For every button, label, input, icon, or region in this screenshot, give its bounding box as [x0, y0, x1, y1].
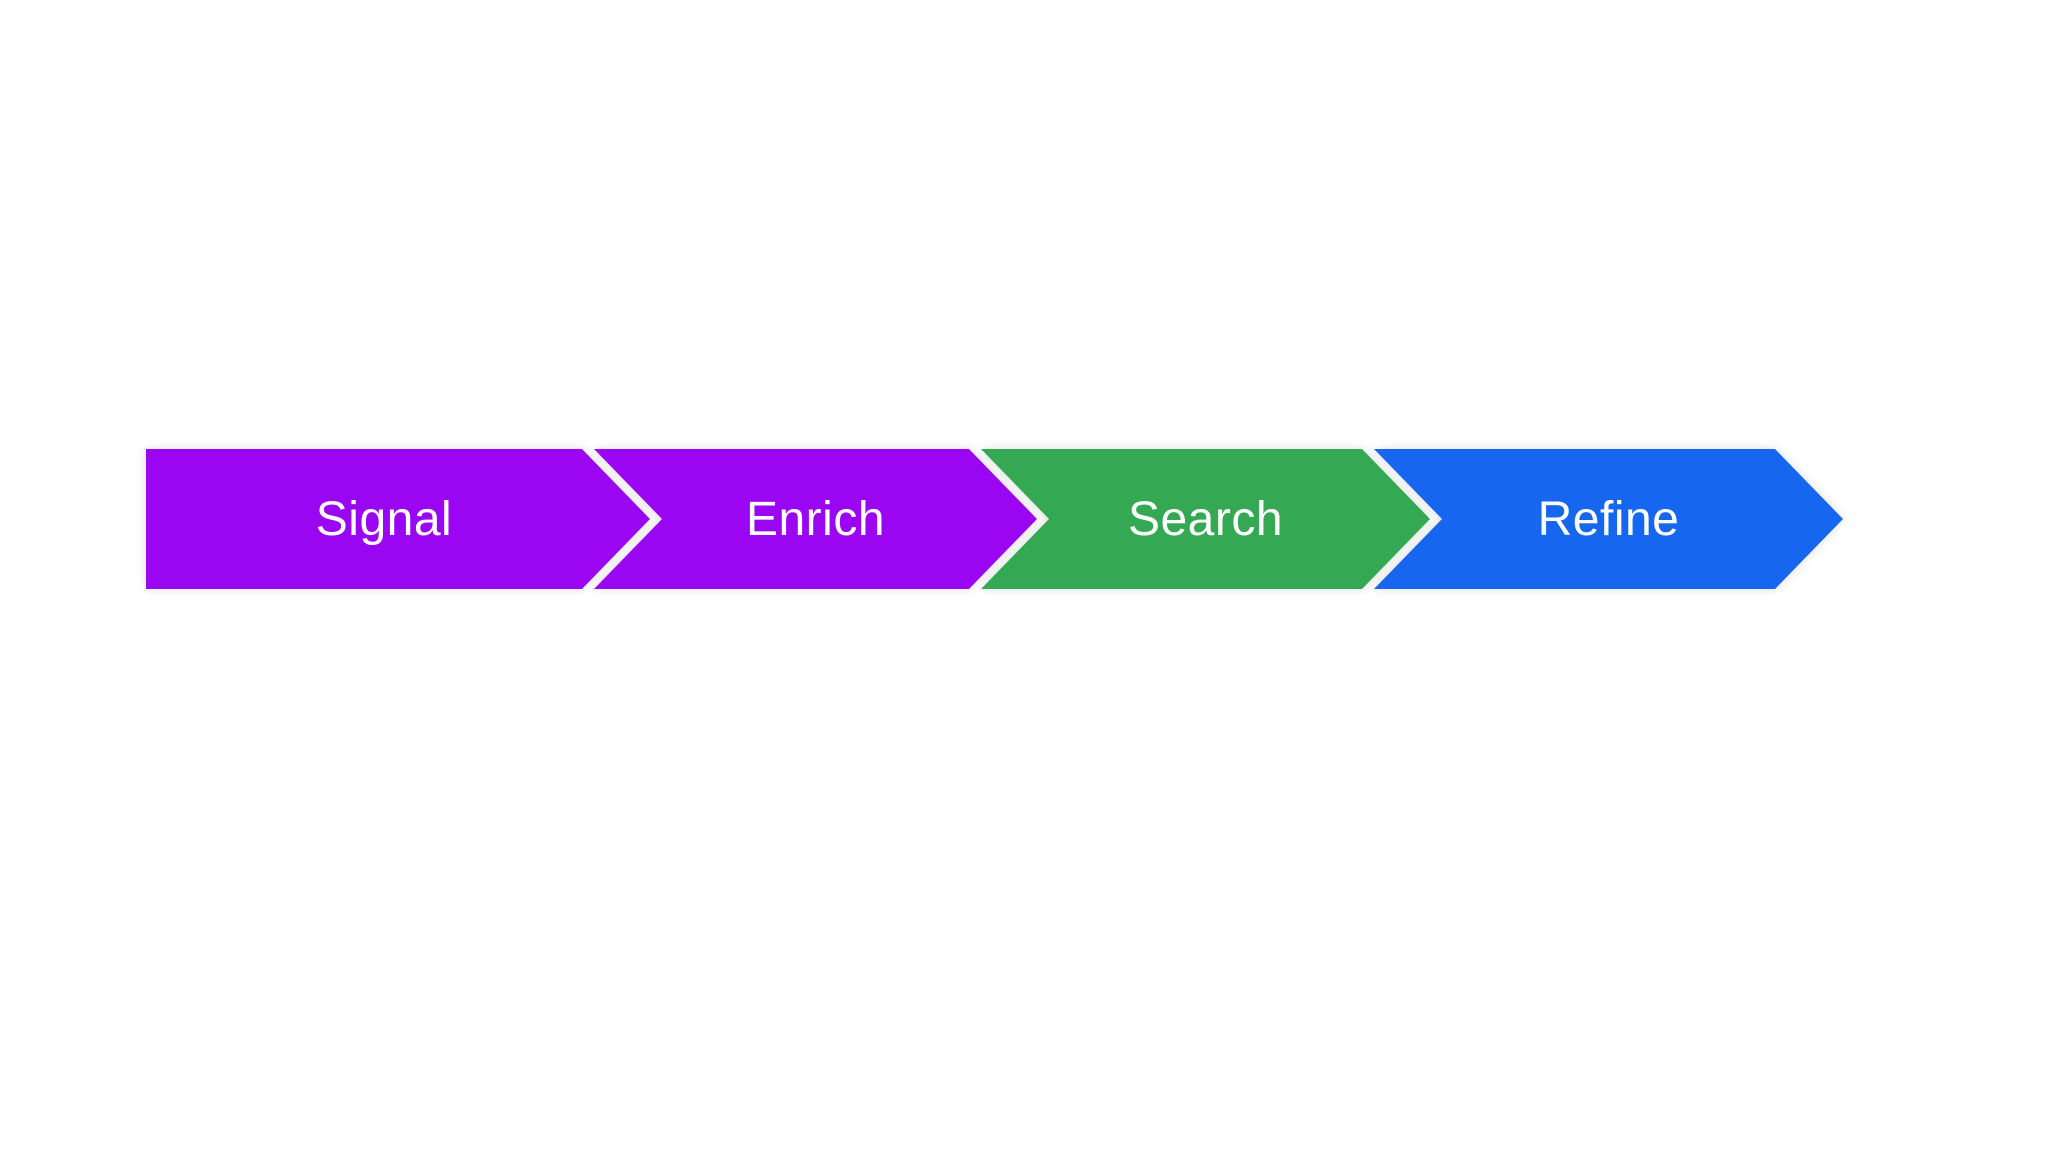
- flow-step-enrich: Enrich: [594, 449, 1037, 589]
- flow-step-search: Search: [981, 449, 1430, 589]
- flow-step-signal-label: Signal: [315, 492, 453, 546]
- flow-step-enrich-label: Enrich: [745, 492, 886, 546]
- process-flow-diagram: Signal Enrich Search Refine: [146, 449, 1843, 589]
- flow-step-refine-label: Refine: [1537, 492, 1680, 546]
- flow-step-search-label: Search: [1127, 492, 1284, 546]
- flow-step-signal: Signal: [146, 449, 650, 589]
- flow-step-refine: Refine: [1374, 449, 1843, 589]
